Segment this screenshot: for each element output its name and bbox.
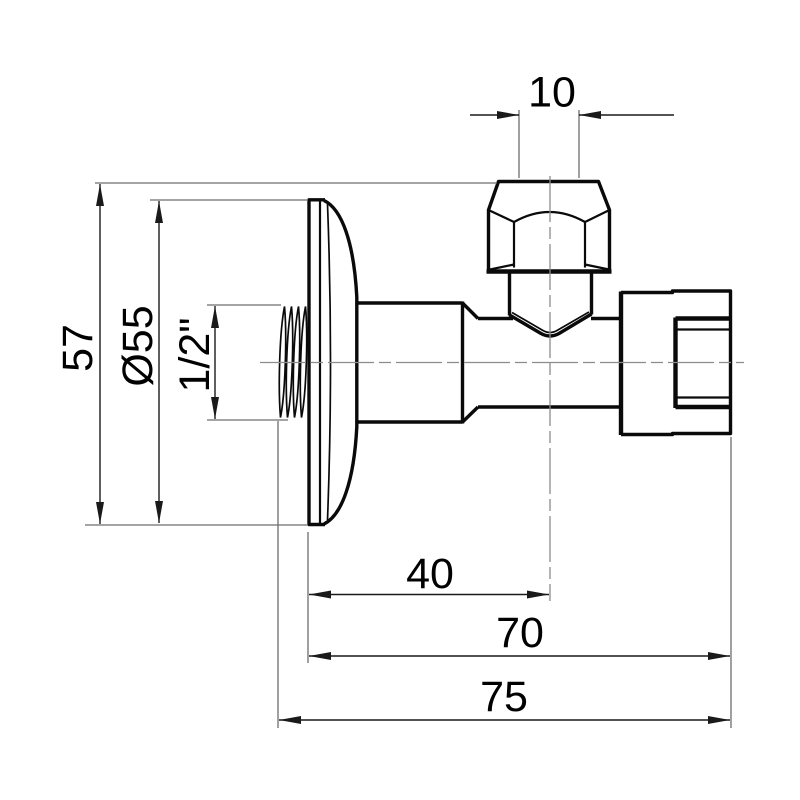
- arrowhead: [155, 501, 163, 523]
- dimension-label: Ø55: [114, 305, 162, 386]
- extension-lines: [207, 304, 288, 421]
- stem-sides: [507, 273, 594, 316]
- compression-nut-top: [486, 179, 612, 274]
- arrowhead: [708, 652, 730, 660]
- centerlines: [260, 176, 744, 601]
- dimension-label: 75: [480, 673, 528, 721]
- top-stem: [507, 273, 594, 316]
- nut-facets: [488, 209, 610, 268]
- dimension-75: 75: [277, 421, 730, 728]
- dimension-label: 40: [406, 550, 454, 598]
- extension-lines: [85, 182, 497, 526]
- nut-bottom-chamfers: [489, 263, 610, 271]
- arrowhead: [211, 397, 219, 419]
- arrowhead: [527, 590, 549, 599]
- arrowhead: [579, 111, 601, 119]
- valve-body: [356, 301, 621, 424]
- dimension-dia55: Ø55: [114, 199, 308, 523]
- arrowhead: [309, 652, 331, 660]
- dimension-10: 10: [470, 69, 674, 178]
- dimension-label: 1/2": [171, 317, 219, 392]
- dimension-57: 57: [54, 182, 497, 526]
- arrowhead: [708, 716, 730, 724]
- outlet-socket-inner: [677, 328, 731, 399]
- dimension-half-inch: 1/2": [171, 304, 288, 421]
- extension-lines: [518, 110, 580, 178]
- body-taper: [461, 301, 480, 424]
- dimensions: 10 57 Ø55: [54, 69, 732, 728]
- dimension-label: 10: [528, 69, 576, 117]
- nut-outline: [486, 179, 612, 272]
- arrowhead: [497, 111, 519, 119]
- dimension-label: 57: [54, 324, 102, 372]
- dimension-70: 70: [309, 437, 732, 728]
- dimension-label: 70: [496, 609, 544, 657]
- arrowhead: [309, 590, 331, 599]
- arrowhead: [155, 201, 163, 223]
- arrowhead: [96, 184, 104, 206]
- dimension-40: 40: [307, 532, 549, 663]
- valve-outline: [278, 179, 733, 527]
- arrowhead: [96, 502, 104, 524]
- body-cylinder: [356, 301, 465, 424]
- flange-face: [307, 198, 325, 527]
- arrowhead: [279, 716, 301, 724]
- arrowhead: [211, 306, 219, 328]
